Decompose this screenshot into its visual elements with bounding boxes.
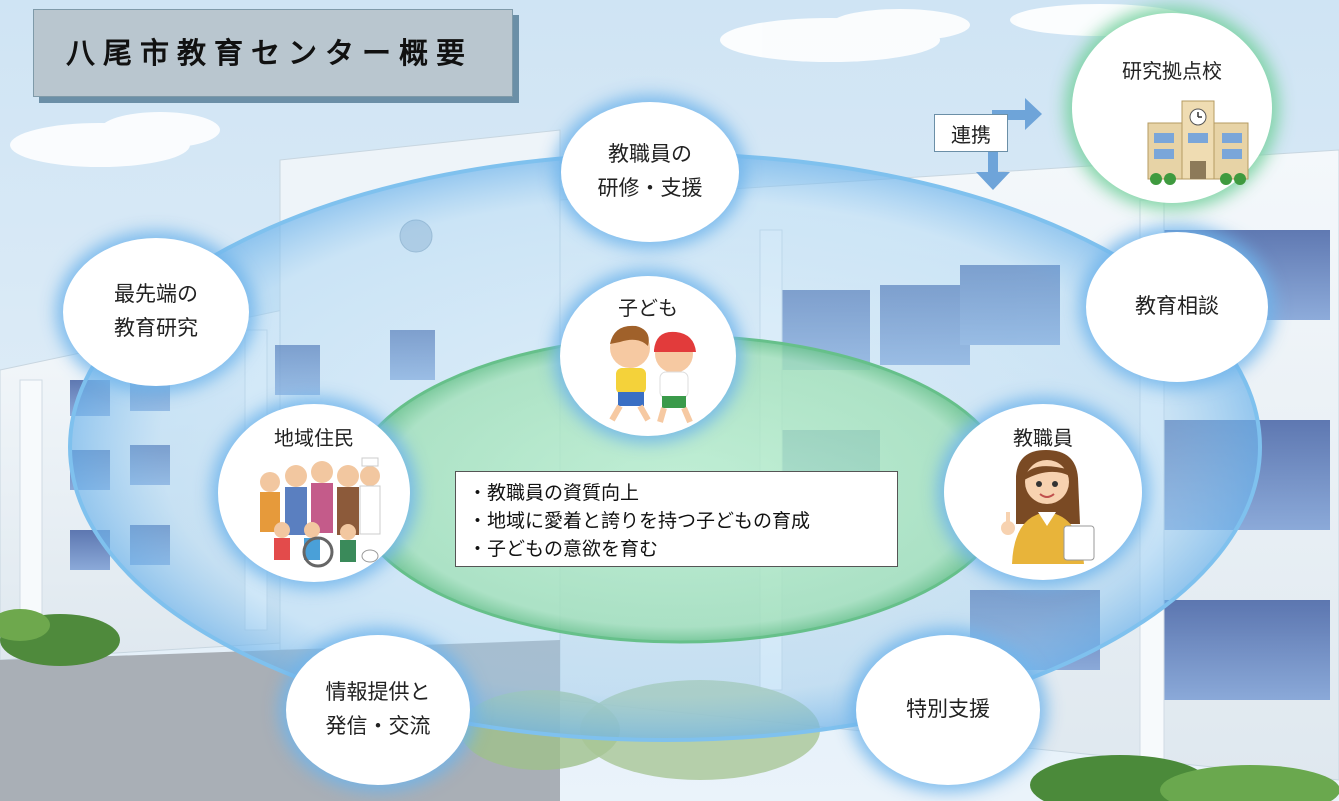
- page-title: 八尾市教育センター概要: [66, 36, 474, 70]
- bubble-training-label: 教職員の 研修・支援: [597, 142, 703, 200]
- bubble-consultation: 教育相談: [1086, 232, 1268, 382]
- goal-line: ・子どもの意欲を育む: [468, 538, 659, 560]
- children-running-icon: [609, 325, 696, 424]
- bubble-children: 子ども: [560, 276, 736, 436]
- school-building-icon: [1147, 100, 1249, 185]
- bubble-staff-label: 教職員: [1013, 426, 1073, 450]
- bubble-info: 情報提供と 発信・交流: [286, 635, 470, 785]
- bubble-staff: 教職員: [944, 404, 1142, 580]
- bubble-special-support-label: 特別支援: [906, 697, 990, 722]
- bubble-training: 教職員の 研修・支援: [561, 102, 739, 242]
- bubble-residents: 地域住民: [218, 404, 410, 582]
- goal-line: ・地域に愛着と誇りを持つ子どもの育成: [468, 510, 811, 532]
- bubble-info-label: 情報提供と 発信・交流: [325, 680, 431, 738]
- bubble-residents-label: 地域住民: [274, 426, 354, 450]
- bubble-research-school-label: 研究拠点校: [1122, 59, 1222, 83]
- residents-group-icon: [260, 457, 381, 568]
- bubble-research-label: 最先端の 教育研究: [114, 282, 198, 340]
- link-label: 連携: [934, 114, 1008, 152]
- bubble-research-school: 研究拠点校: [1072, 13, 1272, 203]
- bubble-children-label: 子ども: [618, 296, 678, 320]
- bubble-special-support: 特別支援: [856, 635, 1040, 785]
- link-arrows: [976, 98, 1042, 190]
- arrow-right-icon: [992, 98, 1042, 148]
- goal-line: ・教職員の資質向上: [468, 482, 640, 504]
- title-box: 八尾市教育センター概要: [33, 9, 513, 97]
- goals-box: ・教職員の資質向上 ・地域に愛着と誇りを持つ子どもの育成 ・子どもの意欲を育む: [455, 471, 898, 567]
- teacher-icon: [1001, 450, 1095, 564]
- arrow-down-icon: [976, 152, 1010, 190]
- bubble-research: 最先端の 教育研究: [63, 238, 249, 386]
- bubble-consultation-label: 教育相談: [1135, 294, 1219, 319]
